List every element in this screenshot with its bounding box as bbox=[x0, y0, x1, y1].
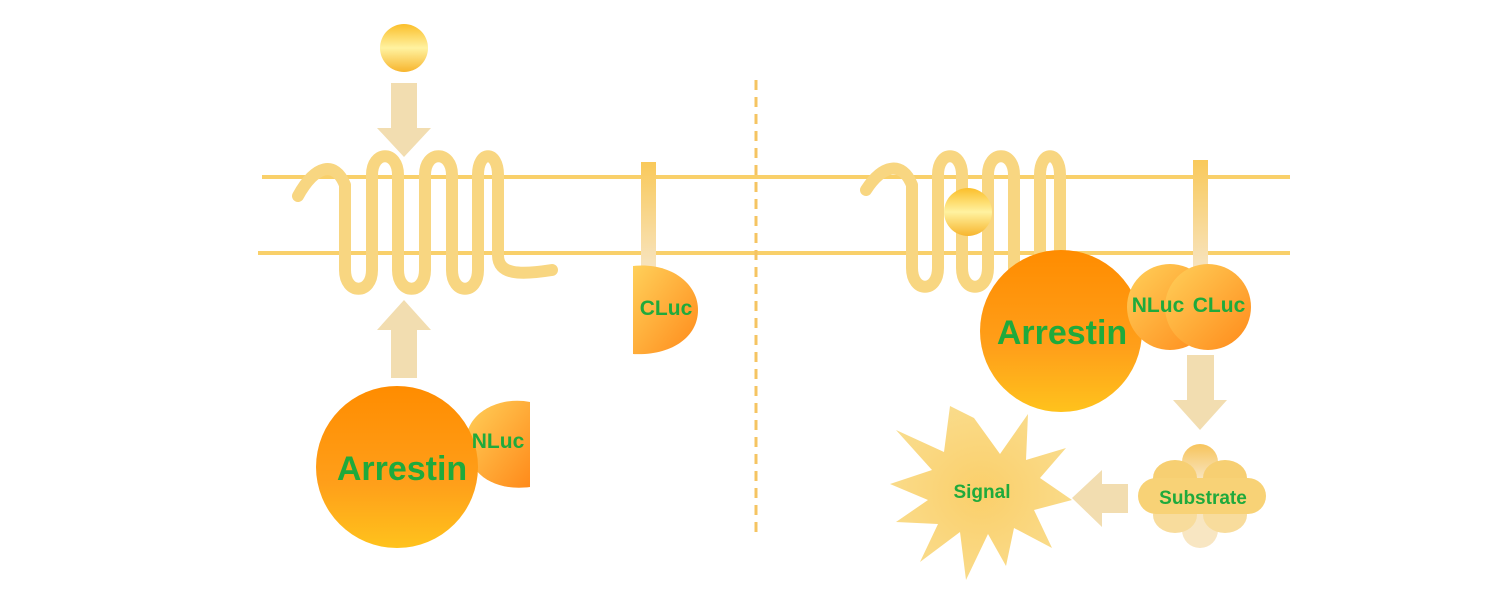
block-arrow-icon bbox=[377, 300, 431, 378]
starburst-icon bbox=[890, 406, 1072, 580]
right-panel: Arrestin NLuc CLuc Substrate Signal bbox=[860, 150, 1266, 580]
arrestin-label: Arrestin bbox=[337, 450, 467, 488]
ligand-circle-icon bbox=[380, 24, 428, 72]
block-arrow-icon bbox=[377, 83, 431, 157]
arrestin-label: Arrestin bbox=[997, 314, 1127, 352]
arrestin-protein bbox=[316, 386, 478, 548]
substrate-label: Substrate bbox=[1159, 488, 1247, 509]
cluc-label: CLuc bbox=[640, 297, 693, 320]
signal-label: Signal bbox=[953, 482, 1010, 503]
cluc-fragment bbox=[633, 265, 698, 355]
nluc-label: NLuc bbox=[1132, 294, 1185, 317]
block-arrow-icon bbox=[1173, 355, 1227, 430]
gpcr-receptor-icon bbox=[292, 150, 558, 295]
block-arrow-icon bbox=[1072, 470, 1128, 527]
nluc-label: NLuc bbox=[472, 430, 525, 453]
substrate-blob-icon bbox=[1138, 444, 1266, 548]
left-panel: Arrestin NLuc CLuc bbox=[292, 24, 698, 548]
cell-membrane bbox=[258, 175, 1290, 255]
nluc-fragment bbox=[466, 400, 530, 488]
cluc-receptor-stem bbox=[1193, 160, 1208, 270]
cluc-label: CLuc bbox=[1193, 294, 1246, 317]
ligand-circle-icon bbox=[944, 188, 992, 236]
cluc-receptor-stem bbox=[641, 162, 656, 270]
cluc-fragment bbox=[1165, 264, 1251, 350]
arrestin-protein bbox=[980, 250, 1142, 412]
